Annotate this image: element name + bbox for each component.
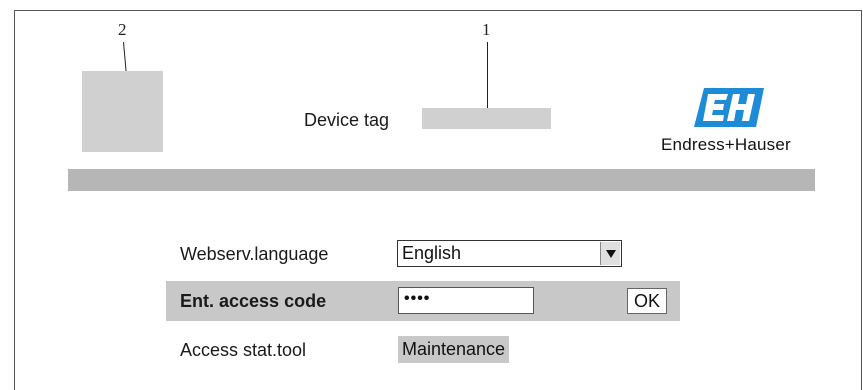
ok-button[interactable]: OK: [627, 288, 667, 314]
page-frame: [14, 10, 862, 390]
dropdown-arrow-icon[interactable]: [600, 242, 620, 265]
device-tag-label: Device tag: [304, 110, 390, 130]
language-select-value: English: [402, 243, 462, 263]
device-logo-placeholder: [82, 71, 163, 152]
access-code-label: Ent. access code: [180, 291, 327, 311]
access-status-label: Access stat.tool: [180, 340, 307, 360]
callout-number-2: 2: [118, 20, 127, 39]
language-select[interactable]: English: [397, 240, 622, 267]
language-label: Webserv.language: [180, 244, 329, 264]
access-code-input[interactable]: ••••: [398, 287, 534, 314]
brand-name: Endress+Hauser: [661, 135, 791, 154]
eh-logo-icon: [694, 88, 764, 127]
access-status-value: Maintenance: [398, 336, 510, 363]
callout-line-1: [487, 42, 488, 118]
callout-number-1: 1: [482, 20, 491, 39]
device-tag-field: [422, 108, 551, 129]
header-divider-bar: [68, 169, 815, 191]
